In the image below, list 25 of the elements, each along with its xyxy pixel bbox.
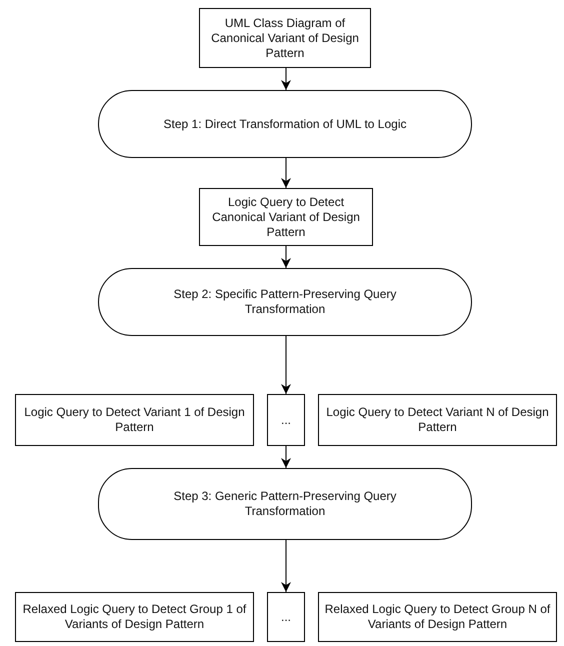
process-box [318,394,557,446]
node-text: UML Class Diagram of Canonical Variant of Design Pattern [210,16,360,60]
process-box [318,592,557,642]
process-box [267,592,305,642]
process-box [15,394,254,446]
arrow [281,540,291,592]
node-text: Step 3: Generic Pattern-Preserving Query Transformation [172,489,398,519]
node-text: Relaxed Logic Query to Detect Group 1 of Variants of Design Pattern [22,602,248,632]
process-box [267,394,305,446]
node-text: Relaxed Logic Query to Detect Group N of Variants of Design Pattern [324,602,552,632]
process-box [199,188,373,246]
node-text: Step 1: Direct Transformation of UML to Logic [164,116,406,132]
arrow [281,336,291,394]
node-text: ... [280,610,291,624]
node-text: Logic Query to Detect Canonical Variant of Design Pattern [211,194,361,240]
node-text: Step 2: Specific Pattern-Preserving Query Transformation [172,287,398,317]
process-box [15,592,254,642]
process-box [199,8,371,68]
arrow [281,446,291,468]
arrow [281,246,291,268]
node-text: Logic Query to Detect Variant N of Design Pattern [325,405,550,435]
arrow [281,68,291,90]
node-text: ... [280,412,291,428]
node-text: Logic Query to Detect Variant 1 of Design Pattern [23,405,246,435]
arrow [281,158,291,188]
